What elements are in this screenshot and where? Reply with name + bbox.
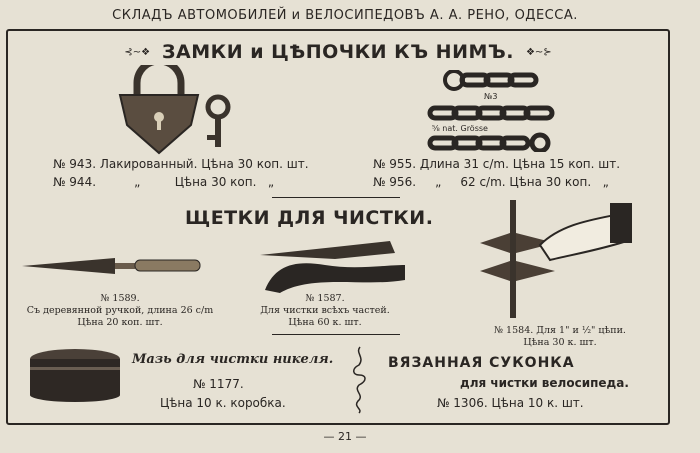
brush-1584-price: Цѣна 30 к. шт. (523, 337, 597, 348)
divider (272, 334, 400, 335)
brush-1584-image (480, 200, 632, 318)
lock-944: № 944. „ Цѣна 30 коп. „ (53, 175, 275, 189)
page-number: — 21 — (323, 430, 367, 443)
chain-956: № 956. „ 62 c/m. Цѣна 30 коп. „ (373, 175, 609, 189)
chain-label-size: ⅝ nat. Grösse (432, 124, 488, 133)
polish-title: Мазь для чистки никеля. (132, 352, 334, 367)
chain-image: №3 ⅝ nat. Grösse (427, 70, 555, 152)
divider (272, 197, 400, 198)
cloth-subtitle: для чистки велосипеда. (460, 376, 629, 390)
ornament-squiggle (353, 346, 366, 414)
cloth-title: ВЯЗАННАЯ СУКОНКА (388, 355, 575, 371)
brush-1589-image (22, 258, 201, 274)
ornament-left: ⊰~❖ (124, 46, 151, 58)
brush-1587-image (260, 241, 405, 293)
brush-1587-price: Цѣна 60 к. шт. (288, 317, 362, 328)
lock-943: № 943. Лакированный. Цѣна 30 коп. шт. (53, 157, 309, 171)
chain-955: № 955. Длина 31 c/m. Цѣна 15 коп. шт. (373, 157, 621, 171)
brush-1587-number: № 1587. (305, 293, 345, 304)
brush-1584-number: № 1584. Для 1" и ½" цѣпи. (494, 325, 626, 336)
brush-1587-caption: № 1587. Для чистки всѣхъ частей. Цѣна 60… (240, 293, 410, 329)
chain-label-number: №3 (484, 92, 497, 101)
brush-1587-description: Для чистки всѣхъ частей. (260, 305, 390, 316)
brush-1589-description: Съ деревянной ручкой, длина 26 c/m (26, 305, 214, 316)
section-title-row-locks: ⊰~❖ ЗАМКИ и ЦѢПОЧКИ КЪ НИМЪ. ❖~⊱ (6, 41, 670, 63)
content-frame (6, 29, 670, 425)
brush-1584-caption: № 1584. Для 1" и ½" цѣпи. Цѣна 30 к. шт. (470, 325, 650, 349)
padlock-and-key-image (118, 65, 231, 155)
polish-tin-image (30, 349, 120, 402)
polish-price: Цѣна 10 к. коробка. (160, 396, 286, 410)
brush-1589-caption: № 1589. Съ деревянной ручкой, длина 26 c… (10, 293, 230, 329)
ornament-right: ❖~⊱ (525, 46, 552, 58)
brush-1589-price: Цѣна 20 коп. шт. (77, 317, 163, 328)
cloth-price: № 1306. Цѣна 10 к. шт. (437, 396, 584, 410)
section-title-brushes: ЩЕТКИ ДЛЯ ЧИСТКИ. (185, 207, 434, 229)
page-header: СКЛАДЪ АВТОМОБИЛЕЙ и ВЕЛОСИПЕДОВЪ А. А. … (112, 8, 578, 23)
brush-1589-number: № 1589. (100, 293, 140, 304)
polish-number: № 1177. (193, 377, 244, 391)
section-title-locks: ЗАМКИ и ЦѢПОЧКИ КЪ НИМЪ. (162, 41, 514, 63)
